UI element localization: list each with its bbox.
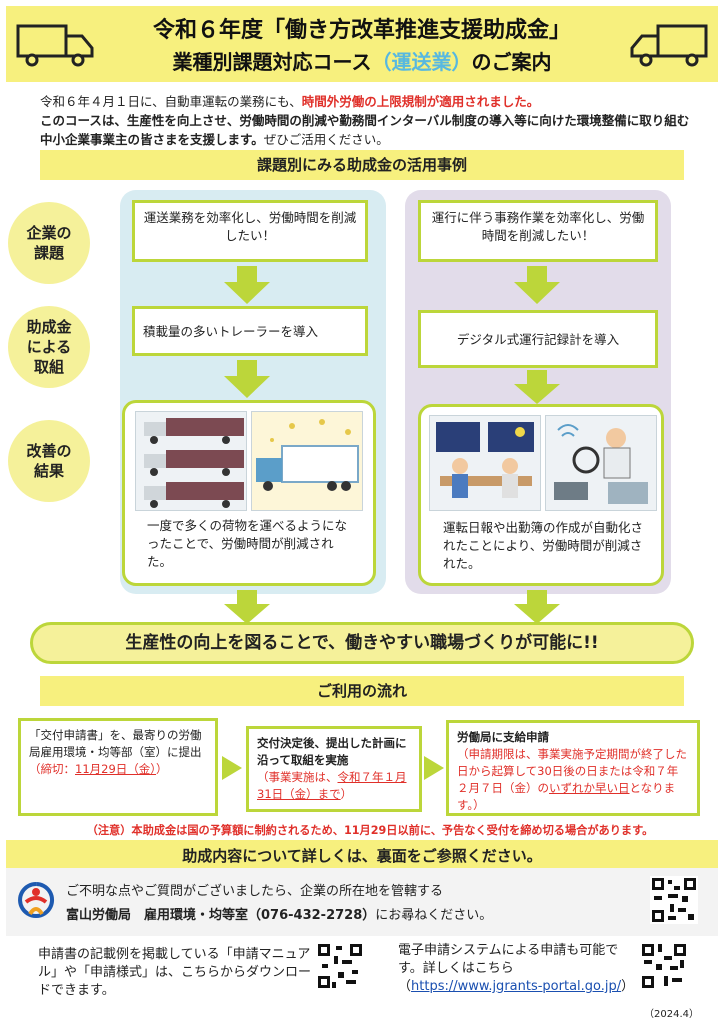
intro-text: 令和６年４月１日に、自動車運転の業務にも、時間外労働の上限規制が適用されました。… <box>40 92 700 149</box>
intro-highlight: 時間外労働の上限規制が適用されました。 <box>301 94 540 109</box>
down-arrow-icon <box>514 266 560 304</box>
down-arrow-icon <box>514 370 560 404</box>
right-issue-box: 運行に伴う事務作業を効率化し、労働時間を削減したい！ <box>418 200 658 262</box>
down-arrow-icon <box>224 360 270 398</box>
flow-step-2-deadline-suffix: ） <box>340 787 353 801</box>
row-label-issue: 企業の課題 <box>8 202 90 284</box>
jgrants-link[interactable]: https://www.jgrants-portal.go.jp/ <box>411 979 622 994</box>
qr-code-icon[interactable] <box>650 876 698 924</box>
row-label-result: 改善の結果 <box>8 420 90 502</box>
flow-step-1-text: 「交付申請書」を、最寄りの労働局雇用環境・均等部（室）に提出 <box>29 728 202 759</box>
flow-step-3-suffix: となります。） <box>457 781 676 812</box>
left-approach-box: 積載量の多いトレーラーを導入 <box>132 306 368 356</box>
right-approach-box: デジタル式運行記録計を導入 <box>418 310 658 368</box>
subtitle-part: 業種別課題対応コース <box>172 50 372 74</box>
page-subtitle: 業種別課題対応コース（運送業）のご案内 <box>6 46 718 75</box>
subtitle-part: のご案内 <box>471 50 552 74</box>
down-arrow-icon <box>514 590 560 624</box>
intro-tail: ぜひご活用ください。 <box>263 132 389 147</box>
contact-area <box>6 868 718 936</box>
contact-line2: 富山労働局 雇用環境・均等室（076-432-2728）にお尋ねください。 <box>66 904 492 923</box>
row-label-text: 助成金による取組 <box>26 318 72 376</box>
flow-step-2: 交付決定後、提出した計画に沿って取組を実施 （事業実施は、令和７年１月31日（金… <box>246 726 422 812</box>
details-heading: 助成内容について詳しくは、裏面をご参照ください。 <box>6 840 718 872</box>
down-arrow-icon <box>224 266 270 304</box>
left-result-box: 一度で多くの荷物を運べるようになったことで、労働時間が削減された。 <box>122 400 376 586</box>
flow-step-3-title: 労働局に支給申請 <box>457 730 549 744</box>
row-label-text: 企業の課題 <box>26 224 72 262</box>
trailer-illustration <box>251 411 363 511</box>
flow-step-1-deadline-suffix: ） <box>156 762 168 776</box>
intro-line1: 令和６年４月１日に、自動車運転の業務にも、 <box>40 94 302 109</box>
trucks-illustration <box>135 411 247 511</box>
esystem-description: 電子申請システムによる申請も可能です。詳しくはこちら <box>398 943 619 976</box>
driver-illustration <box>545 415 657 511</box>
right-result-text: 運転日報や出勤簿の作成が自動化されたことにより、労働時間が削減された。 <box>443 520 644 571</box>
contact-office: 富山労働局 雇用環境・均等室（076-432-2728） <box>66 908 376 923</box>
flow-step-2-text: 交付決定後、提出した計画に沿って取組を実施 <box>257 736 407 767</box>
left-result-text: 一度で多くの荷物を運べるようになったことで、労働時間が削減された。 <box>147 518 348 569</box>
truck-icon <box>16 24 94 67</box>
right-arrow-icon <box>424 756 444 780</box>
flow-step-3-text: （申請期限は、事業実施予定期間が終了した日から起算して30日後の日または令和７年… <box>457 747 687 795</box>
contact-tail: にお尋ねください。 <box>375 908 493 923</box>
contact-line1: ご不明な点やご質問がございましたら、企業の所在地を管轄する <box>66 884 444 899</box>
flow-step-1-deadline: 11月29日（金） <box>75 762 157 776</box>
manual-text: 申請書の記載例を掲載している「申請マニュアル」や「申請様式」は、こちらからダウン… <box>38 947 312 998</box>
truck-icon <box>630 24 708 67</box>
flow-step-2-deadline-prefix: （事業実施は、 <box>257 770 338 784</box>
right-arrow-icon <box>222 756 242 780</box>
row-label-text: 改善の結果 <box>26 442 72 480</box>
intro-bold: このコースは、生産性を向上させ、労働時間の削減や勤務間インターバル制度の導入等に… <box>40 113 690 147</box>
down-arrow-icon <box>224 590 270 624</box>
qr-code-icon[interactable] <box>316 942 364 990</box>
left-issue-box: 運送業務を効率化し、労働時間を削減したい！ <box>132 200 368 262</box>
flow-step-3-underline: いずれか早い日 <box>549 781 630 795</box>
flow-step-2-deadline: 令和７年１月31日（金）まで <box>257 770 407 801</box>
esystem-paren: ） <box>621 979 635 994</box>
section-flow-heading: ご利用の流れ <box>40 676 684 706</box>
mhlw-logo-icon <box>18 882 55 918</box>
esystem-text: 電子申請システムによる申請も可能です。詳しくはこちら （https://www.… <box>398 942 638 996</box>
header-banner: 令和６年度「働き方改革推進支援助成金」 業種別課題対応コース（運送業）のご案内 <box>6 6 718 82</box>
right-result-box: 運転日報や出勤簿の作成が自動化されたことにより、労働時間が削減された。 <box>418 404 664 586</box>
flow-step-1: 「交付申請書」を、最寄りの労働局雇用環境・均等部（室）に提出 （締切：11月29… <box>18 718 218 816</box>
subtitle-highlight: （運送業） <box>371 50 472 74</box>
conclusion-banner: 生産性の向上を図ることで、働きやすい職場づくりが可能に!! <box>30 622 694 664</box>
qr-code-icon[interactable] <box>640 942 688 990</box>
page-title: 令和６年度「働き方改革推進支援助成金」 <box>152 18 571 43</box>
issue-date: （2024.4） <box>644 1009 699 1020</box>
flow-step-1-deadline-prefix: （締切： <box>29 762 75 776</box>
section-cases-heading: 課題別にみる助成金の活用事例 <box>40 150 684 180</box>
row-label-approach: 助成金による取組 <box>8 306 90 388</box>
flow-step-3: 労働局に支給申請 （申請期限は、事業実施予定期間が終了した日から起算して30日後… <box>446 720 700 816</box>
office-illustration <box>429 415 541 511</box>
budget-notice: （注意）本助成金は国の予算額に制約されるため、11月29日以前に、予告なく受付を… <box>86 824 654 837</box>
esystem-paren: （ <box>398 979 412 994</box>
